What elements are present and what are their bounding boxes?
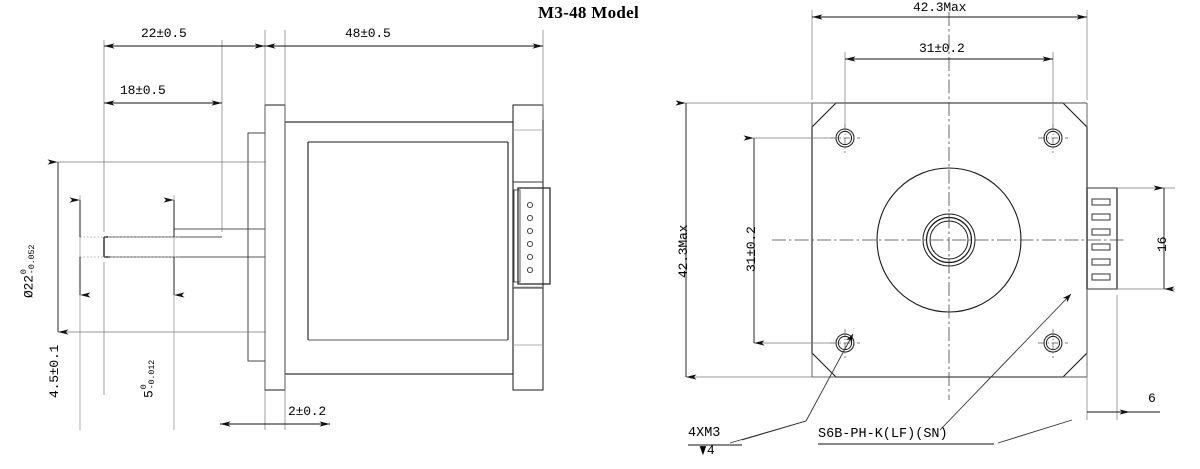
dim-hole-pitch-vertical: 31±0.2 <box>744 226 759 272</box>
callout-mounting-holes: 4XM3 ▼4 <box>688 426 758 460</box>
dim-body-height: 42.3Max <box>676 224 691 278</box>
dim-connector-offset: 6 <box>1148 391 1156 406</box>
front-view-center-lines <box>772 12 1125 400</box>
dim-shaft-length-total: 22±0.5 <box>141 26 187 41</box>
callout-mounting-holes-label: 4XM3 <box>688 426 721 441</box>
dim-hole-pitch-horizontal: 31±0.2 <box>919 41 965 56</box>
front-view-extension-lines <box>686 10 1175 420</box>
dim-body-width: 42.3Max <box>913 0 967 15</box>
dim-flat-width-lower: -0.012 <box>147 359 157 390</box>
callout-connector: S6B-PH-K(LF)(SN) <box>818 427 948 442</box>
side-view-dimension-lines <box>47 43 543 427</box>
connector-pins-front <box>1091 198 1111 281</box>
annotation-leaders <box>741 293 1072 441</box>
callout-mounting-holes-depth-value: 4 <box>706 443 715 458</box>
dim-flat-offset: 4.5±0.1 <box>47 344 62 398</box>
depth-symbol-icon: ▼ <box>699 441 707 460</box>
page-title: M3-48 Model <box>538 3 640 22</box>
dim-body-length: 48±0.5 <box>345 26 391 41</box>
dim-connector-height: 16 <box>1155 236 1170 252</box>
callout-mounting-holes-depth: ▼4 <box>699 441 758 460</box>
dim-flange-thickness: 2±0.2 <box>288 404 327 419</box>
dim-shaft-diameter-value: Ø22 <box>21 275 37 298</box>
dim-flat-width-value: 5 <box>141 390 157 398</box>
dim-shaft-length-plain: 18±0.5 <box>120 83 166 98</box>
front-view-dimension-lines <box>675 14 1175 415</box>
dim-shaft-diameter-lower: -0.052 <box>27 244 37 275</box>
side-view-geometry <box>103 104 551 391</box>
connector-pins-side <box>526 201 534 274</box>
